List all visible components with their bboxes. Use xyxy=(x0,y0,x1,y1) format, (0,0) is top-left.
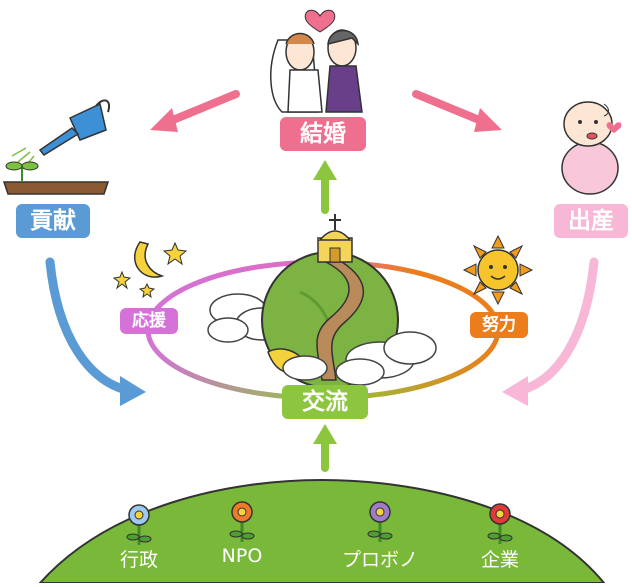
effort-label: 努力 xyxy=(470,312,528,338)
marriage-label: 結婚 xyxy=(280,117,366,151)
group-label-probono: プロボノ xyxy=(341,549,418,571)
arrow-marriage-to-contribution xyxy=(150,90,240,132)
childbirth-label: 出産 xyxy=(554,204,628,238)
group-label-npo: NPO xyxy=(221,545,263,567)
arrow-childbirth-to-exchange xyxy=(502,257,599,406)
watering-can-icon xyxy=(11,99,110,169)
moon-stars-icon xyxy=(112,241,188,299)
support-label: 応援 xyxy=(120,308,178,334)
heart-icon xyxy=(304,9,336,33)
hill-ground xyxy=(37,478,607,584)
couple-icon xyxy=(270,29,363,113)
arrow-contribution-to-exchange xyxy=(45,257,146,406)
arrow-groups-to-exchange xyxy=(313,424,337,472)
flower-icon xyxy=(487,503,513,544)
flower-icon xyxy=(367,501,393,542)
baby-icon xyxy=(561,101,622,195)
arrow-marriage-to-childbirth xyxy=(412,90,502,132)
flower-icon xyxy=(126,504,152,545)
group-label-government: 行政 xyxy=(119,549,158,571)
arrow-exchange-to-marriage xyxy=(313,160,337,214)
sprout-icon xyxy=(2,161,110,195)
globe-icon xyxy=(207,214,437,389)
sun-icon xyxy=(462,234,534,306)
exchange-label: 交流 xyxy=(282,385,368,419)
contribution-label: 貢献 xyxy=(16,204,90,238)
group-label-company: 企業 xyxy=(480,549,519,571)
flower-icon xyxy=(229,501,255,542)
